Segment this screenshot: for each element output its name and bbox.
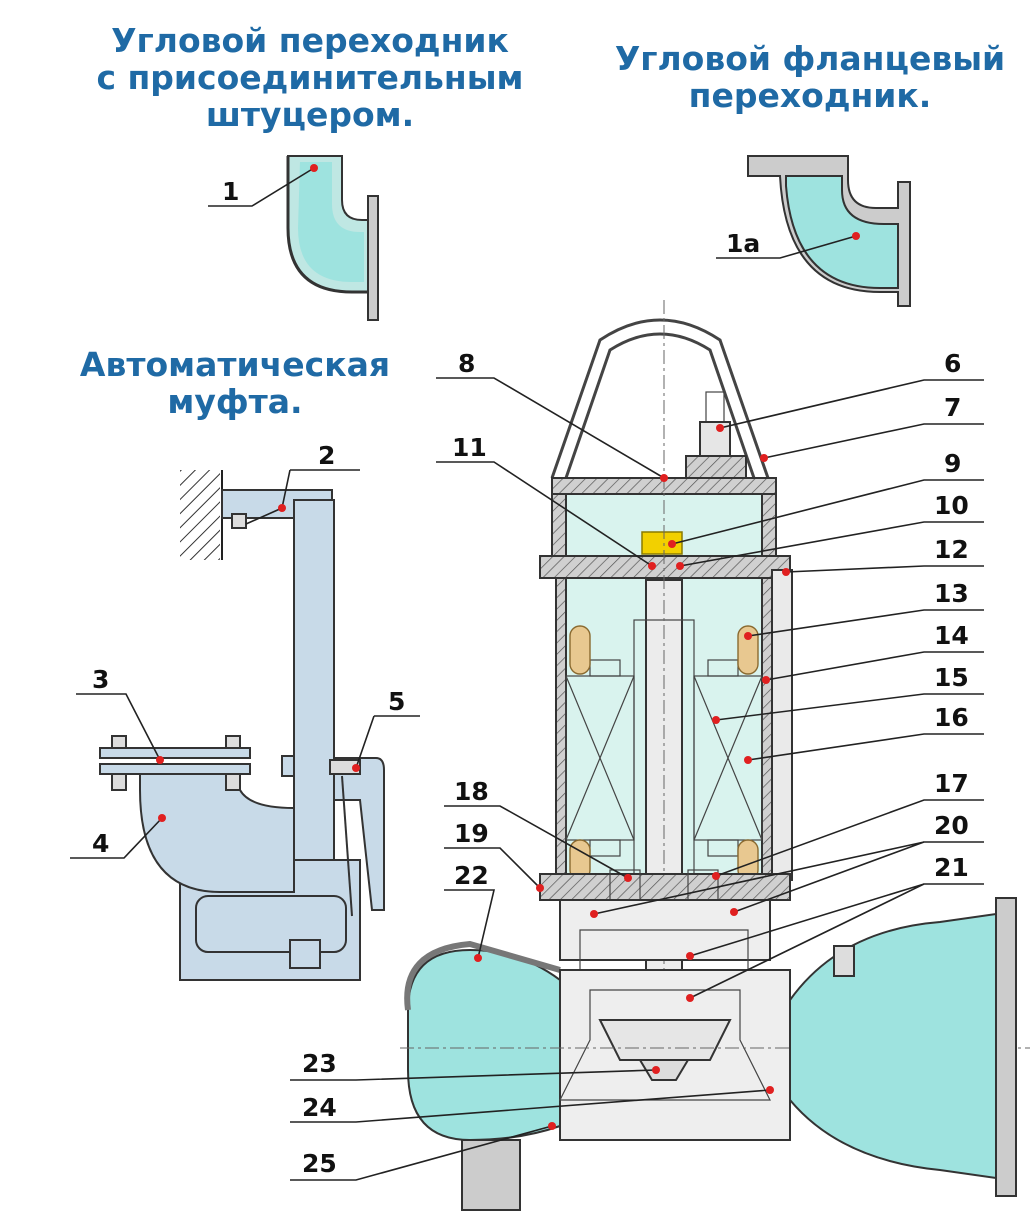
label-24: 24 bbox=[302, 1093, 337, 1122]
label-13: 13 bbox=[934, 579, 969, 608]
label-9: 9 bbox=[944, 449, 961, 478]
leader-lines bbox=[70, 164, 984, 1181]
label-6: 6 bbox=[944, 349, 961, 378]
pump-drawing bbox=[400, 300, 1030, 1211]
label-1: 1 bbox=[222, 177, 239, 206]
label-2: 2 bbox=[318, 441, 335, 470]
label-22: 22 bbox=[454, 861, 489, 890]
auto-coupling-drawing bbox=[99, 470, 385, 981]
label-5: 5 bbox=[388, 687, 405, 716]
title-flange-adapter: Угловой фланцевый переходник. bbox=[614, 39, 1006, 115]
label-18: 18 bbox=[454, 777, 489, 806]
label-1a: 1а bbox=[726, 229, 760, 258]
label-17: 17 bbox=[934, 769, 969, 798]
title-auto-coupling: Автоматическая муфта. bbox=[79, 345, 391, 421]
label-15: 15 bbox=[934, 663, 969, 692]
angle-adapter-drawing bbox=[286, 155, 379, 321]
label-23: 23 bbox=[302, 1049, 337, 1078]
label-10: 10 bbox=[934, 491, 969, 520]
label-19: 19 bbox=[454, 819, 489, 848]
label-7: 7 bbox=[944, 393, 961, 422]
title-angle-adapter: Угловой переходник с присоединительным ш… bbox=[96, 21, 524, 134]
label-11: 11 bbox=[452, 433, 487, 462]
label-4: 4 bbox=[92, 829, 109, 858]
label-12: 12 bbox=[934, 535, 969, 564]
label-25: 25 bbox=[302, 1149, 337, 1178]
label-16: 16 bbox=[934, 703, 969, 732]
label-20: 20 bbox=[934, 811, 969, 840]
flange-adapter-drawing bbox=[747, 155, 911, 307]
label-14: 14 bbox=[934, 621, 969, 650]
label-21: 21 bbox=[934, 853, 969, 882]
label-8: 8 bbox=[458, 349, 475, 378]
part-numbers: 1 1а 2 3 4 5 6 7 8 9 10 11 12 13 14 15 1… bbox=[92, 177, 969, 1178]
label-3: 3 bbox=[92, 665, 109, 694]
